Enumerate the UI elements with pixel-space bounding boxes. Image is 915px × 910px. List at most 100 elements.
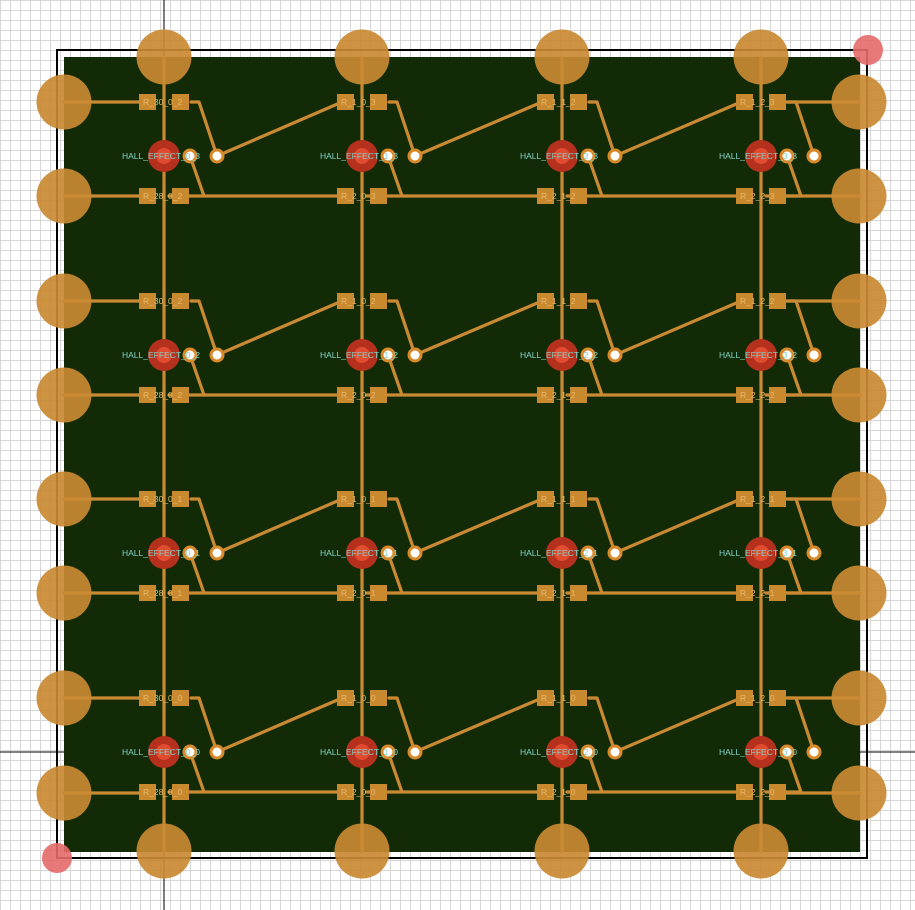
- hall-sensor[interactable]: [546, 140, 578, 172]
- resistor-bottom-r1c0[interactable]: [139, 387, 189, 403]
- resistor-top-r3c2[interactable]: [537, 690, 587, 706]
- via-small[interactable]: [779, 347, 795, 363]
- resistor-top-r0c1[interactable]: [337, 94, 387, 110]
- smd-pad-a[interactable]: [736, 585, 753, 601]
- via-small[interactable]: [779, 744, 795, 760]
- via-small[interactable]: [779, 545, 795, 561]
- smd-pad-b[interactable]: [769, 690, 786, 706]
- corner-marker-bottom-left[interactable]: [42, 843, 72, 873]
- smd-pad-b[interactable]: [570, 690, 587, 706]
- smd-pad-a[interactable]: [736, 94, 753, 110]
- smd-pad-a[interactable]: [736, 690, 753, 706]
- smd-pad-a[interactable]: [537, 387, 554, 403]
- smd-pad-a[interactable]: [537, 293, 554, 309]
- smd-pad-b[interactable]: [370, 585, 387, 601]
- resistor-bottom-r2c2[interactable]: [537, 585, 587, 601]
- smd-pad-a[interactable]: [337, 94, 354, 110]
- smd-pad-b[interactable]: [570, 94, 587, 110]
- smd-pad-a[interactable]: [337, 585, 354, 601]
- resistor-bottom-r1c3[interactable]: [736, 387, 786, 403]
- via-large[interactable]: [806, 148, 822, 164]
- mounting-pad-top-1[interactable]: [334, 29, 390, 85]
- smd-pad-a[interactable]: [736, 293, 753, 309]
- smd-pad-a[interactable]: [139, 784, 156, 800]
- resistor-bottom-r1c1[interactable]: [337, 387, 387, 403]
- smd-pad-b[interactable]: [172, 188, 189, 204]
- hall-sensor[interactable]: [346, 537, 378, 569]
- smd-pad-b[interactable]: [172, 293, 189, 309]
- via-large[interactable]: [607, 148, 623, 164]
- via-small[interactable]: [182, 545, 198, 561]
- resistor-top-r3c0[interactable]: [139, 690, 189, 706]
- via-large[interactable]: [407, 148, 423, 164]
- hall-sensor[interactable]: [745, 140, 777, 172]
- smd-pad-b[interactable]: [172, 585, 189, 601]
- smd-pad-b[interactable]: [172, 784, 189, 800]
- resistor-top-r3c3[interactable]: [736, 690, 786, 706]
- resistor-bottom-r0c3[interactable]: [736, 188, 786, 204]
- resistor-bottom-r3c3[interactable]: [736, 784, 786, 800]
- via-small[interactable]: [182, 744, 198, 760]
- mounting-pad-top-0[interactable]: [136, 29, 192, 85]
- via-large[interactable]: [209, 148, 225, 164]
- smd-pad-a[interactable]: [736, 188, 753, 204]
- smd-pad-b[interactable]: [769, 293, 786, 309]
- via-small[interactable]: [580, 744, 596, 760]
- smd-pad-b[interactable]: [172, 491, 189, 507]
- smd-pad-a[interactable]: [337, 293, 354, 309]
- via-large[interactable]: [407, 744, 423, 760]
- smd-pad-b[interactable]: [570, 293, 587, 309]
- via-small[interactable]: [182, 148, 198, 164]
- resistor-top-r2c0[interactable]: [139, 491, 189, 507]
- smd-pad-a[interactable]: [139, 94, 156, 110]
- resistor-bottom-r3c2[interactable]: [537, 784, 587, 800]
- smd-pad-a[interactable]: [337, 784, 354, 800]
- via-large[interactable]: [607, 545, 623, 561]
- via-small[interactable]: [380, 148, 396, 164]
- smd-pad-a[interactable]: [337, 491, 354, 507]
- smd-pad-b[interactable]: [370, 293, 387, 309]
- hall-sensor[interactable]: [546, 339, 578, 371]
- smd-pad-b[interactable]: [769, 94, 786, 110]
- via-large[interactable]: [607, 347, 623, 363]
- hall-sensor[interactable]: [148, 339, 180, 371]
- via-small[interactable]: [580, 148, 596, 164]
- smd-pad-b[interactable]: [370, 690, 387, 706]
- smd-pad-b[interactable]: [570, 585, 587, 601]
- smd-pad-b[interactable]: [570, 387, 587, 403]
- smd-pad-b[interactable]: [370, 784, 387, 800]
- via-large[interactable]: [806, 347, 822, 363]
- hall-sensor[interactable]: [546, 736, 578, 768]
- smd-pad-a[interactable]: [139, 585, 156, 601]
- resistor-top-r1c3[interactable]: [736, 293, 786, 309]
- corner-marker-top-right[interactable]: [853, 35, 883, 65]
- smd-pad-b[interactable]: [172, 94, 189, 110]
- smd-pad-a[interactable]: [537, 690, 554, 706]
- smd-pad-a[interactable]: [139, 491, 156, 507]
- smd-pad-a[interactable]: [736, 491, 753, 507]
- smd-pad-a[interactable]: [537, 491, 554, 507]
- resistor-bottom-r2c0[interactable]: [139, 585, 189, 601]
- hall-sensor[interactable]: [346, 140, 378, 172]
- resistor-bottom-r3c1[interactable]: [337, 784, 387, 800]
- resistor-top-r2c2[interactable]: [537, 491, 587, 507]
- hall-sensor[interactable]: [148, 736, 180, 768]
- smd-pad-a[interactable]: [537, 585, 554, 601]
- smd-pad-a[interactable]: [139, 293, 156, 309]
- smd-pad-b[interactable]: [769, 585, 786, 601]
- smd-pad-b[interactable]: [570, 188, 587, 204]
- resistor-top-r1c0[interactable]: [139, 293, 189, 309]
- via-small[interactable]: [580, 545, 596, 561]
- via-small[interactable]: [580, 347, 596, 363]
- hall-sensor[interactable]: [745, 537, 777, 569]
- hall-sensor[interactable]: [745, 339, 777, 371]
- via-large[interactable]: [407, 347, 423, 363]
- smd-pad-a[interactable]: [736, 387, 753, 403]
- smd-pad-b[interactable]: [172, 690, 189, 706]
- hall-sensor[interactable]: [346, 339, 378, 371]
- smd-pad-a[interactable]: [537, 188, 554, 204]
- resistor-bottom-r0c0[interactable]: [139, 188, 189, 204]
- resistor-top-r0c0[interactable]: [139, 94, 189, 110]
- smd-pad-b[interactable]: [769, 491, 786, 507]
